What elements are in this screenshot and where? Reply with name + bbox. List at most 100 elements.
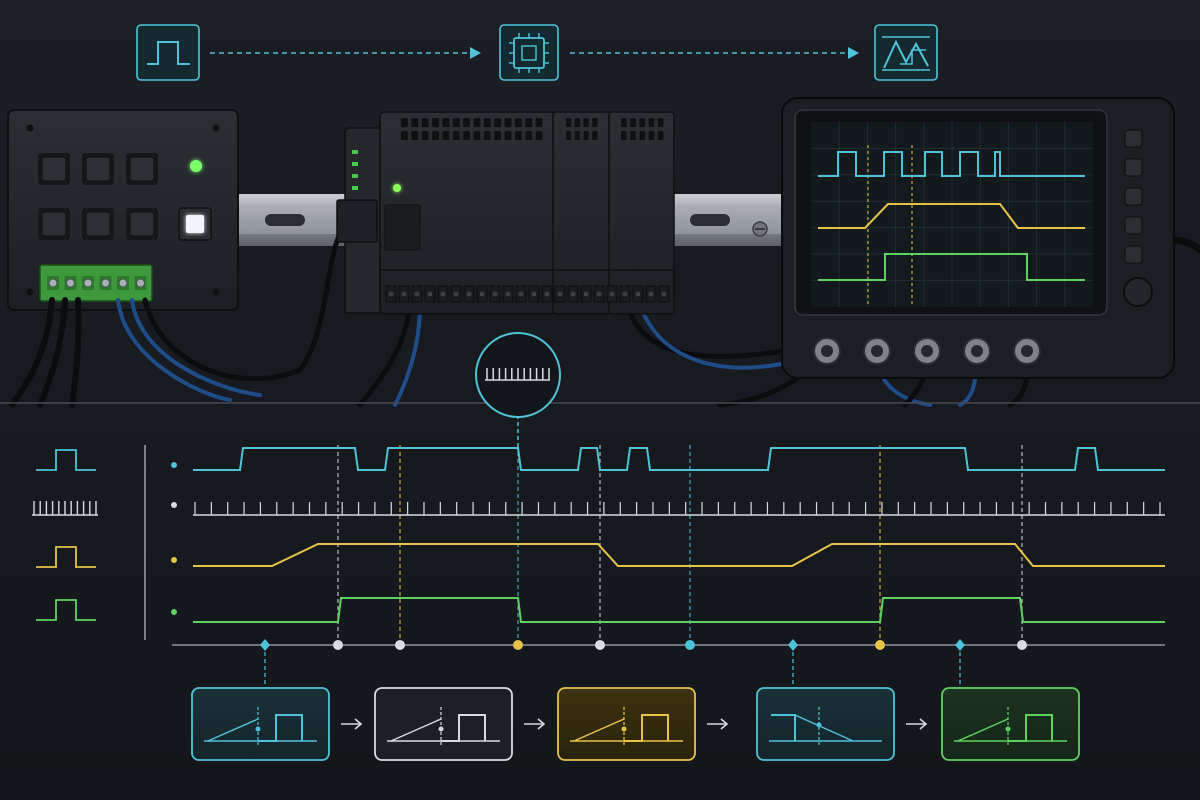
step-marker-dot xyxy=(622,727,627,732)
terminal-block xyxy=(40,265,152,301)
pushbutton-cap xyxy=(130,212,154,236)
waveform-analyzer-icon xyxy=(875,25,937,80)
plc-terminal-screw xyxy=(415,292,420,297)
vent-slot xyxy=(401,131,408,140)
bnc-connector-core xyxy=(921,345,933,357)
vent-slot xyxy=(494,118,501,127)
scope-side-button[interactable] xyxy=(1125,246,1142,263)
vent-slot xyxy=(442,131,449,140)
plc-terminal-screw xyxy=(584,292,589,297)
pushbutton[interactable] xyxy=(126,153,158,185)
vent-slot xyxy=(463,131,470,140)
button-panel xyxy=(8,110,238,310)
vent-slot xyxy=(630,118,636,127)
terminal-screw xyxy=(49,279,57,287)
terminal-screw xyxy=(84,279,92,287)
pushbutton[interactable] xyxy=(82,153,114,185)
step-frame xyxy=(757,688,894,760)
pushbutton-cap xyxy=(42,157,66,181)
trace-marker-ramp xyxy=(171,557,177,563)
vent-slot xyxy=(474,118,481,127)
plc-terminal-screw xyxy=(597,292,602,297)
scope-side-button[interactable] xyxy=(1125,188,1142,205)
pushbutton[interactable] xyxy=(82,208,114,240)
vent-slot xyxy=(592,118,597,127)
vent-slot xyxy=(422,118,429,127)
pushbutton-cap xyxy=(130,157,154,181)
vent-slot xyxy=(411,118,418,127)
vent-slot xyxy=(525,118,532,127)
plc-terminal-screw xyxy=(441,292,446,297)
vent-slot xyxy=(505,118,512,127)
sequence-step-box xyxy=(757,688,894,760)
plc-terminal-screw xyxy=(519,292,524,297)
step-marker-dot xyxy=(817,723,822,728)
pushbutton[interactable] xyxy=(38,153,70,185)
plc-terminal-screw xyxy=(649,292,654,297)
pushbutton-cap xyxy=(42,212,66,236)
vent-slot xyxy=(639,118,645,127)
scope-side-button[interactable] xyxy=(1125,217,1142,234)
terminal-screw xyxy=(67,279,75,287)
plc-terminal-screw xyxy=(610,292,615,297)
vent-slot xyxy=(584,131,589,140)
event-dot xyxy=(1017,640,1027,650)
bnc-connector-core xyxy=(821,345,833,357)
step-marker-dot xyxy=(1006,727,1011,732)
plc-terminal-screw xyxy=(389,292,394,297)
plc-terminal-screw xyxy=(545,292,550,297)
vent-slot xyxy=(639,131,645,140)
vent-slot xyxy=(484,131,491,140)
plc-terminal-screw xyxy=(623,292,628,297)
plc-terminal-screw xyxy=(558,292,563,297)
pulse-icon xyxy=(137,25,199,80)
event-dot xyxy=(513,640,523,650)
illuminated-pushbutton xyxy=(179,208,211,240)
plc-terminal-screw xyxy=(532,292,537,297)
vent-slot xyxy=(566,131,571,140)
plc-terminal-screw xyxy=(402,292,407,297)
vent-slot xyxy=(463,118,470,127)
event-dot xyxy=(333,640,343,650)
event-dot xyxy=(685,640,695,650)
plc-terminal-screw xyxy=(480,292,485,297)
processor-chip-icon xyxy=(500,25,558,80)
sequence-step-box xyxy=(192,688,329,760)
event-dot xyxy=(875,640,885,650)
pushbutton-cap xyxy=(86,212,110,236)
plc-run-led xyxy=(393,184,401,192)
vent-slot xyxy=(621,131,627,140)
oscilloscope xyxy=(782,98,1174,378)
trace-marker-clock xyxy=(171,502,177,508)
pushbutton[interactable] xyxy=(126,208,158,240)
vent-slot xyxy=(474,131,481,140)
scope-knob[interactable] xyxy=(1124,278,1152,306)
status-led xyxy=(190,160,202,172)
pushbutton-cap xyxy=(86,157,110,181)
bnc-connector-core xyxy=(971,345,983,357)
scope-side-button[interactable] xyxy=(1125,130,1142,147)
step-marker-dot xyxy=(439,727,444,732)
plc-controller xyxy=(337,112,674,314)
vent-slot xyxy=(411,131,418,140)
vent-slot xyxy=(575,118,580,127)
vent-slot xyxy=(442,118,449,127)
vent-slot xyxy=(658,131,664,140)
pushbutton[interactable] xyxy=(38,208,70,240)
plc-terminal-screw xyxy=(454,292,459,297)
terminal-screw xyxy=(137,279,145,287)
step-frame xyxy=(942,688,1079,760)
vent-slot xyxy=(658,118,664,127)
sequence-step-box xyxy=(558,688,695,760)
scope-side-button[interactable] xyxy=(1125,159,1142,176)
vent-slot xyxy=(630,131,636,140)
vent-slot xyxy=(649,131,655,140)
vent-slot xyxy=(505,131,512,140)
vent-slot xyxy=(515,131,522,140)
terminal-screw xyxy=(119,279,127,287)
plc-terminal-screw xyxy=(493,292,498,297)
trace-marker-output xyxy=(171,609,177,615)
plc-terminal-screw xyxy=(506,292,511,297)
vent-slot xyxy=(515,118,522,127)
